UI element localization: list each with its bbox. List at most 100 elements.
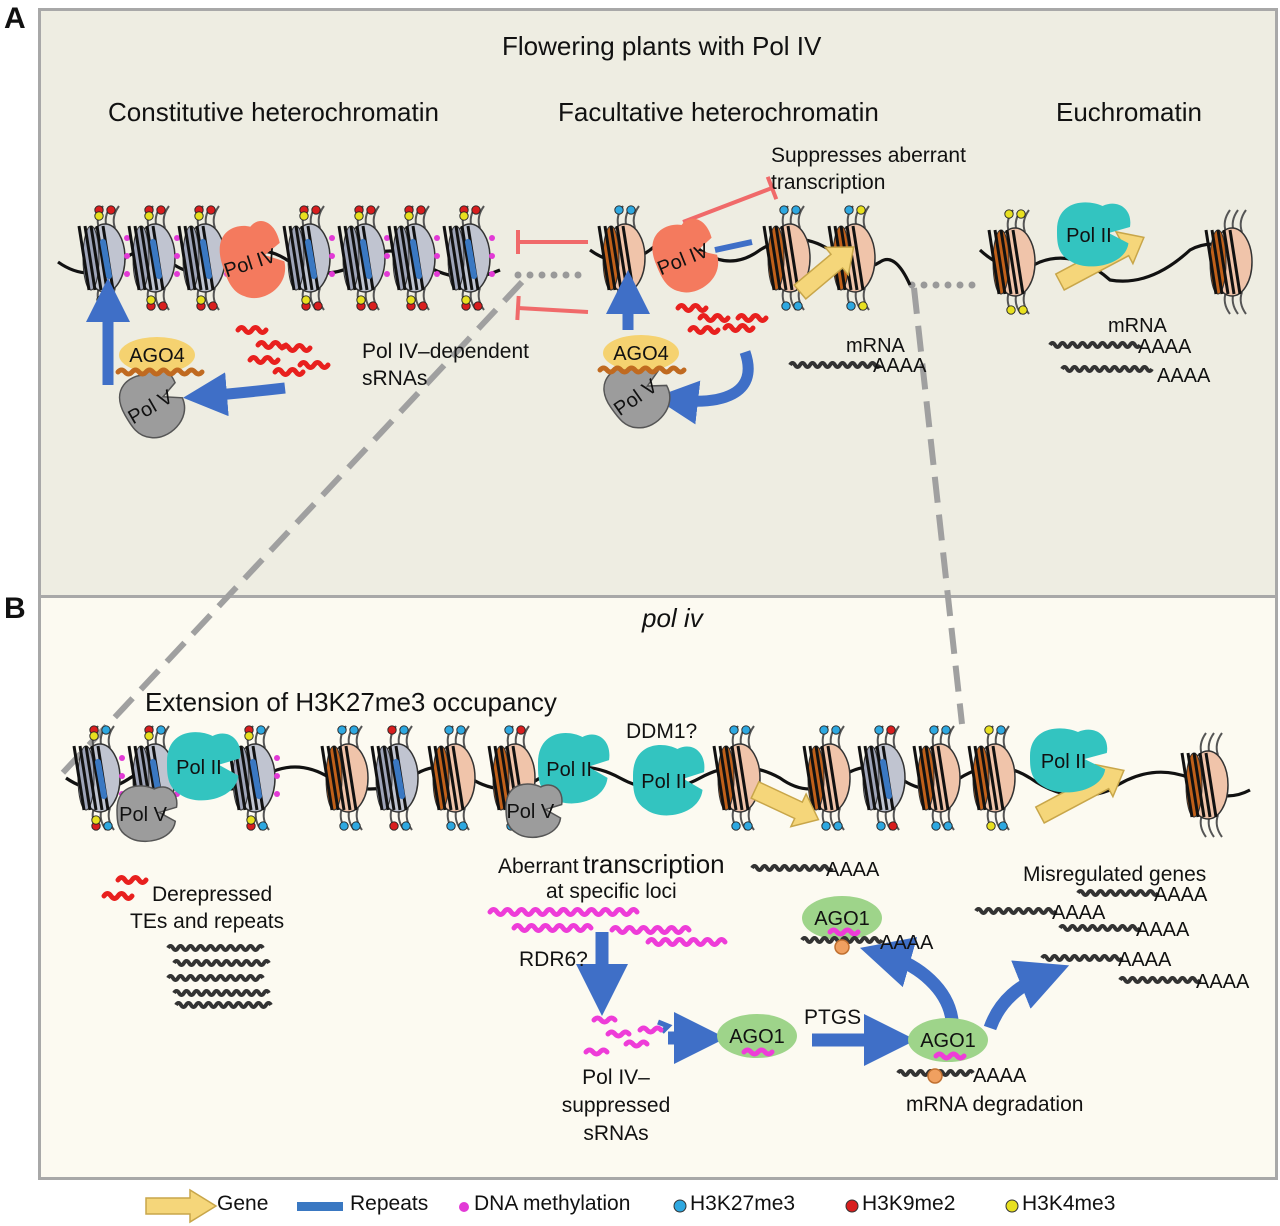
mrna-a-facultative bbox=[788, 361, 882, 369]
dashed-connectors bbox=[55, 271, 976, 781]
ago1-srna-1 bbox=[741, 1047, 775, 1057]
inhibit-aberrant-transcription bbox=[682, 176, 779, 224]
srna-red-a-4 bbox=[297, 360, 331, 370]
legend-h3k9me2-label: H3K9me2 bbox=[862, 1192, 956, 1215]
legend-h3k4me3-label: H3K4me3 bbox=[1022, 1192, 1116, 1215]
srna-red-f-3 bbox=[722, 323, 756, 333]
mrna-label-facultative: mRNA bbox=[846, 335, 906, 357]
pol2-euchromatin: Pol II bbox=[1057, 202, 1131, 267]
legend-h3k9me2-icon bbox=[845, 1199, 859, 1213]
nucleosome-b-g3 bbox=[370, 725, 419, 831]
aberrant-word: Aberrant bbox=[498, 855, 579, 878]
pol4-rna-out bbox=[714, 239, 753, 253]
ago1-ptgs: AGO1 bbox=[908, 1018, 988, 1062]
suppresses-label-line2: transcription bbox=[771, 171, 886, 194]
ribosome-degrading bbox=[927, 1068, 943, 1084]
nucleosome-a-5 bbox=[387, 205, 440, 311]
ago1-srna-3 bbox=[827, 927, 861, 937]
ago1-bound-text: AGO1 bbox=[814, 908, 870, 930]
nucleosome-b-o6 bbox=[912, 725, 961, 831]
legend-gene-label: Gene bbox=[217, 1192, 269, 1215]
gap-dot bbox=[968, 281, 976, 289]
ago1-bound: AGO1 bbox=[802, 896, 882, 940]
gap-dot bbox=[932, 281, 940, 289]
polya-degrading: AAAA bbox=[973, 1065, 1027, 1087]
srna-red-a-0 bbox=[235, 325, 269, 335]
nucleosome-b-o2 bbox=[427, 725, 476, 831]
nucleosome-b-o8 bbox=[1180, 732, 1229, 838]
nucleosome-b-g0 bbox=[72, 725, 125, 831]
suppressed-srna-2 bbox=[583, 1047, 610, 1057]
pol5-b-1-text: Pol V bbox=[119, 804, 167, 826]
srna-red-f-4 bbox=[735, 313, 769, 323]
ago1-free: AGO1 bbox=[717, 1014, 797, 1058]
ago1-ptgs-text: AGO1 bbox=[920, 1030, 976, 1052]
pol2-b-3-text: Pol II bbox=[641, 771, 687, 793]
arrow-ago1-to-misregulated bbox=[983, 960, 1070, 1031]
nucleosome-a-1 bbox=[127, 205, 180, 311]
srna-red-a-2 bbox=[247, 355, 281, 365]
gap-dot bbox=[956, 281, 964, 289]
ddm1-label: DDM1? bbox=[626, 720, 698, 743]
ago4-rna-1 bbox=[115, 367, 205, 377]
pol4-suppressed-line1: Pol IV– bbox=[582, 1066, 650, 1089]
legend-h3k27me3-label: H3K27me3 bbox=[690, 1192, 796, 1215]
pol2-b-1: Pol II bbox=[167, 732, 241, 801]
srna-red-a-3 bbox=[279, 343, 313, 353]
suppressed-srna-3 bbox=[623, 1039, 650, 1049]
legend-repeats-icon bbox=[297, 1202, 343, 1211]
panel-b bbox=[38, 598, 1278, 1180]
mrna-misregulated-0 bbox=[1076, 889, 1160, 897]
pathway-arrows bbox=[86, 176, 1145, 1066]
legend-h3k4me3-icon bbox=[1005, 1199, 1019, 1213]
polya-ago1-bound: AAAA bbox=[880, 932, 934, 954]
gap-dot bbox=[944, 281, 952, 289]
arrow-srna-to-ago4-f bbox=[654, 350, 754, 425]
mrna-degradation-label: mRNA degradation bbox=[906, 1093, 1084, 1116]
suppressed-srna-0 bbox=[591, 1015, 618, 1025]
polya-misregulated-4: AAAA bbox=[1196, 971, 1250, 993]
polya-a-euch-1: AAAA bbox=[1138, 336, 1192, 358]
polya-b-aberrant: AAAA bbox=[826, 859, 880, 881]
nucleosome-a-3 bbox=[282, 205, 335, 311]
pol2-b-4-text: Pol II bbox=[1041, 751, 1087, 773]
nucleosome-b-g4 bbox=[857, 725, 906, 831]
pol4-constitutive: Pol IV bbox=[219, 221, 286, 298]
nucleosome-a-f1 bbox=[597, 205, 646, 311]
suppressed-srna-4 bbox=[637, 1025, 664, 1035]
aberrant-transcription-line1: Aberrant transcription bbox=[498, 849, 725, 879]
mrna-misregulated-2 bbox=[1058, 924, 1142, 932]
pol4-facultative: Pol IV bbox=[652, 218, 719, 293]
panel-a bbox=[38, 8, 1278, 598]
nucleosome-a-6 bbox=[442, 205, 495, 311]
panel-b-title: pol iv bbox=[642, 603, 703, 633]
pol4-suppressed-line2: suppressed bbox=[561, 1094, 671, 1117]
nucleosome-a-2 bbox=[177, 205, 230, 311]
arrow-ago1-to-target bbox=[860, 937, 959, 1022]
nucleosome-b-g2 bbox=[227, 725, 280, 831]
srna-derepressed-2 bbox=[101, 891, 135, 901]
mrna-a-euch-1 bbox=[1048, 341, 1142, 349]
aberrant-rna-1 bbox=[511, 923, 594, 933]
mrna-derepressed-4 bbox=[174, 1001, 273, 1009]
srna-red-f-1 bbox=[697, 313, 731, 323]
mrna-b-aberrant bbox=[750, 864, 834, 872]
srna-red-f-2 bbox=[687, 325, 721, 335]
gap-dot bbox=[538, 271, 546, 279]
polya-a-euch-2: AAAA bbox=[1157, 365, 1211, 387]
nucleosome-a-0 bbox=[77, 205, 130, 311]
nucleosome-b-o1 bbox=[320, 725, 369, 831]
nucleosome-b-o7 bbox=[967, 725, 1016, 831]
ptgs-label: PTGS bbox=[804, 1006, 862, 1029]
ago4-rna-2 bbox=[597, 365, 687, 375]
nucleosome-a-e2 bbox=[1204, 209, 1253, 315]
mrna-derepressed-0 bbox=[166, 944, 265, 952]
gap-dot bbox=[574, 271, 582, 279]
srna-red-a-5 bbox=[272, 367, 306, 377]
arrow-srna-to-ago4-a bbox=[183, 372, 286, 417]
ago1-free-text: AGO1 bbox=[729, 1026, 785, 1048]
polya-misregulated-3: AAAA bbox=[1118, 949, 1172, 971]
